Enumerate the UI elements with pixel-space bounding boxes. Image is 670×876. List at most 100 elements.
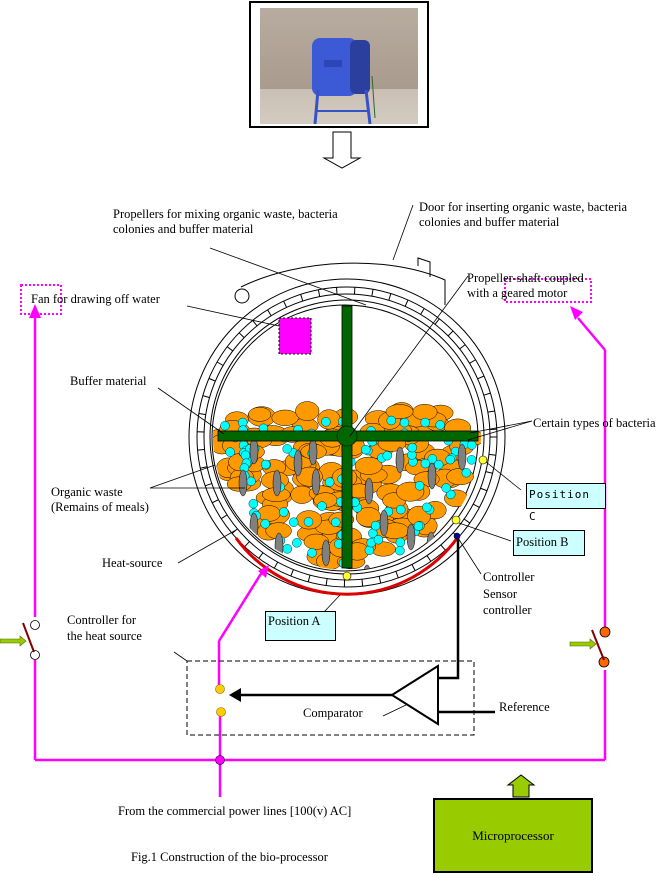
organic-waste-label-line1: Organic waste	[51, 485, 123, 499]
buffer-material-particle	[407, 442, 417, 453]
comparator-output-arrow-icon	[229, 688, 241, 702]
door-lid	[240, 262, 446, 305]
buffer-material-particle	[414, 481, 425, 491]
left-switch-lever[interactable]	[22, 622, 35, 653]
composter-drum-photo	[312, 38, 376, 124]
drum-rib	[231, 528, 238, 534]
drum-rib	[202, 395, 210, 399]
drum-rib	[300, 294, 304, 302]
sensor-label-line2: Sensor	[483, 587, 518, 601]
bacteria-colony	[362, 564, 372, 570]
organic-waste-particle	[354, 456, 383, 475]
bacteria-colony	[427, 462, 437, 490]
buffer-material-particle	[420, 458, 431, 469]
drum-rib	[447, 330, 454, 337]
fan-label-highlight	[20, 284, 62, 315]
shaft-label-line2: with a geared motor	[467, 286, 568, 300]
relay-contact-top	[215, 684, 225, 694]
buffer-material-particle	[248, 499, 259, 509]
drum-rib	[307, 574, 311, 583]
bacteria-colony	[311, 468, 321, 496]
sensor-label-line3: controller	[483, 603, 532, 617]
drum-rib	[211, 499, 219, 504]
buffer-material-particle	[225, 447, 235, 457]
power-source-label: From the commercial power lines [100(v) …	[118, 804, 352, 818]
buffer-material-particle	[441, 483, 451, 493]
composter-photo-frame	[249, 1, 429, 128]
buffer-material-particle	[373, 535, 384, 545]
position-a-box: Position A	[265, 611, 336, 641]
buffer-material-particle	[467, 440, 477, 450]
left-switch-actuator-arrow-icon	[0, 635, 27, 647]
propeller-hub	[336, 425, 358, 447]
microprocessor-box: Microprocessor	[433, 798, 593, 873]
shaft-label-line1: Propeller-shaft coupled	[467, 271, 584, 285]
bacteria-colony	[238, 469, 248, 497]
drum-rib	[485, 471, 493, 474]
drum-rib	[273, 561, 279, 569]
reference-label: Reference	[499, 700, 550, 714]
organic-waste-particle	[271, 409, 299, 426]
drum-rib	[258, 552, 264, 559]
sensor-position-b	[451, 515, 461, 525]
bacteria-colony	[308, 438, 318, 466]
bacteria-label: Certain types of bacteria	[533, 416, 656, 430]
heater-power-arrow-icon	[258, 565, 269, 578]
heat-controller-label-line1: Controller for	[67, 613, 137, 627]
buffer-material-particle	[396, 504, 406, 515]
bacteria-colony	[293, 449, 303, 477]
organic-waste-particle	[248, 407, 272, 422]
buffer-material-particle	[370, 520, 381, 531]
drum-rib	[290, 569, 294, 577]
bacteria-colony	[406, 523, 416, 551]
composter-photo	[260, 8, 418, 124]
buffer-material-particle	[395, 545, 405, 556]
leader-lines	[149, 204, 533, 613]
door-hinge	[234, 288, 250, 304]
drum-rib	[487, 410, 495, 413]
buffer-material-particle	[399, 417, 410, 428]
drum-rib	[216, 361, 224, 366]
drum-rib	[388, 293, 392, 301]
buffer-material-particle	[413, 521, 424, 531]
drum-rib	[459, 344, 466, 350]
drum-contents	[213, 401, 481, 570]
drum-rib	[325, 578, 328, 586]
drum-rib	[317, 289, 321, 297]
buffer-material-particle	[289, 517, 299, 527]
down-arrow-icon	[322, 131, 362, 169]
buffer-material-particle	[466, 455, 477, 465]
buffer-material-particle	[260, 519, 270, 529]
buffer-material-particle	[321, 417, 331, 427]
buffer-material-particle	[395, 537, 406, 548]
organic-waste-particle	[295, 401, 320, 421]
bacteria-colony	[249, 437, 259, 465]
left-switch-contact-bottom	[30, 650, 40, 660]
drum-rib	[395, 571, 399, 579]
drum-rib	[411, 564, 416, 571]
right-switch-contact-top	[599, 626, 611, 638]
buffer-material-particle	[433, 459, 444, 470]
drum-rib	[404, 299, 409, 307]
door-label-line2: colonies and buffer material	[419, 215, 560, 229]
sensor-label-line1: Controller	[483, 570, 535, 584]
right-switch-lever[interactable]	[591, 629, 605, 661]
heat-source-element	[234, 536, 460, 596]
power-junction	[215, 755, 225, 765]
motor-power-arrow-icon	[570, 306, 583, 320]
bacteria-colony	[272, 469, 282, 497]
drum-rib	[208, 377, 216, 382]
buffer-material-particle	[260, 459, 271, 470]
door-label-line1: Door for inserting organic waste, bacter…	[419, 200, 628, 214]
drum-rib	[426, 555, 432, 562]
drum-rib	[267, 309, 272, 316]
buffer-material-particle	[331, 517, 341, 528]
buffer-material-particle	[292, 538, 302, 548]
buffer-material-particle	[386, 415, 396, 426]
comparator-leader	[382, 704, 407, 717]
relay-contact-bottom	[216, 707, 226, 717]
bacteria-colony	[457, 443, 467, 471]
heat-controller-label-line2: the heat source	[67, 629, 142, 643]
buffer-material-particle	[435, 420, 445, 430]
